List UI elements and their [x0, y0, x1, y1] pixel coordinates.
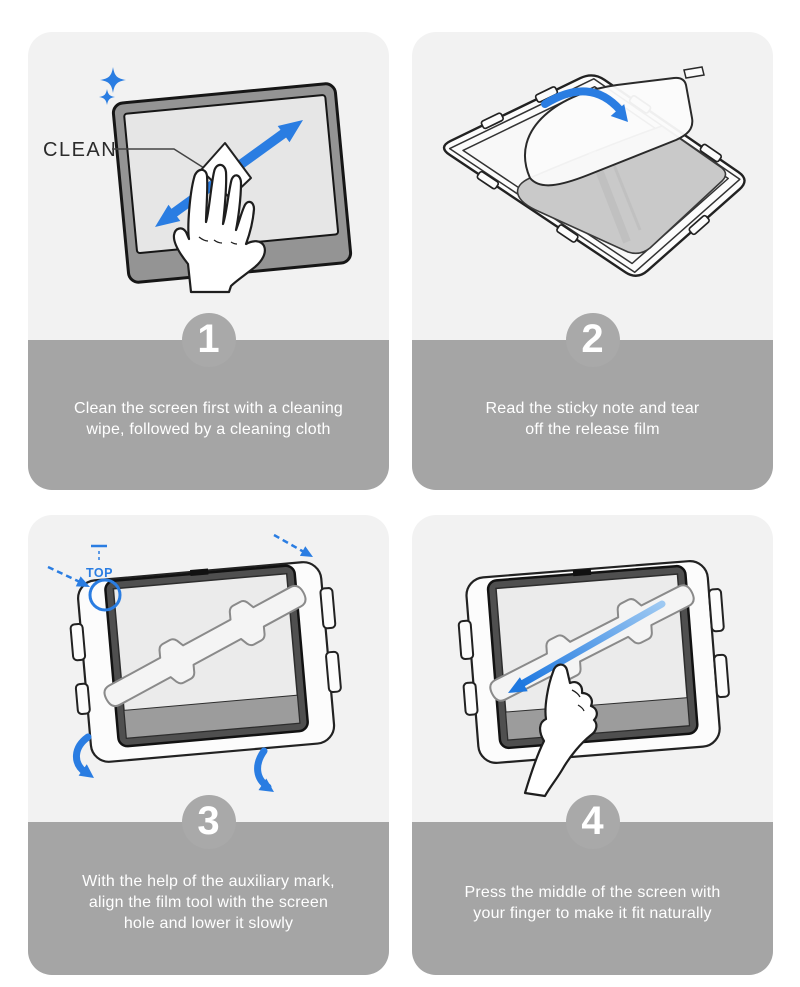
camera-notch — [572, 568, 592, 577]
step-number-badge: 3 — [181, 795, 236, 849]
step-card-3: TOP 3 With the help — [28, 515, 389, 975]
press-illustration-svg — [457, 560, 730, 798]
step-band: 1 Clean the screen first with a cleaning… — [28, 313, 389, 490]
top-marker-icon — [91, 544, 107, 561]
pull-tab-icon — [683, 66, 705, 79]
step-number-badge: 2 — [565, 313, 620, 367]
dashed-align-arrow-icon — [47, 533, 313, 587]
step-caption: Clean the screen first with a cleaning w… — [73, 400, 344, 438]
step-band: 4 Press the middle of the screen with yo… — [412, 795, 773, 975]
step-caption: With the help of the auxiliary mark, ali… — [82, 873, 335, 932]
hand-icon — [172, 163, 266, 294]
peel-arrow-icon — [541, 87, 628, 122]
step-caption: Press the middle of the screen with your… — [464, 883, 721, 922]
leader-line — [112, 148, 205, 169]
rotate-arrow-icon — [73, 733, 274, 792]
tablet-chin — [123, 694, 301, 739]
clean-illustration-svg: CLEAN — [43, 67, 353, 294]
illustration-press — [412, 515, 773, 822]
sparkle-icon — [99, 67, 126, 105]
peel-illustration-svg — [442, 66, 746, 277]
frame-tabs — [69, 587, 342, 716]
corner-circle-icon — [88, 578, 122, 612]
step-band: 2 Read the sticky note and tear off the … — [412, 313, 773, 490]
step-band: 3 With the help of the auxiliary mark, a… — [28, 795, 389, 975]
illustration-clean: CLEAN — [28, 32, 389, 340]
top-label: TOP — [86, 566, 113, 580]
illustration-align: TOP — [28, 515, 389, 822]
align-illustration-svg: TOP — [47, 533, 342, 792]
illustration-peel — [412, 32, 773, 340]
pressing-hand-icon — [523, 663, 598, 798]
step-card-1: CLEAN 1 Clean the screen f — [28, 32, 389, 490]
step-number-badge: 1 — [181, 313, 236, 367]
step-number-badge: 4 — [565, 795, 620, 849]
step-card-4: 4 Press the middle of the screen with yo… — [412, 515, 773, 975]
step-caption: Read the sticky note and tear off the re… — [485, 400, 700, 438]
press-arrow-icon — [508, 600, 666, 693]
step-card-2: 2 Read the sticky note and tear off the … — [412, 32, 773, 490]
camera-notch — [190, 568, 209, 577]
film-tool — [103, 584, 307, 708]
frame-tabs — [457, 588, 730, 716]
release-film — [516, 66, 727, 255]
clean-label: CLEAN — [43, 139, 117, 161]
